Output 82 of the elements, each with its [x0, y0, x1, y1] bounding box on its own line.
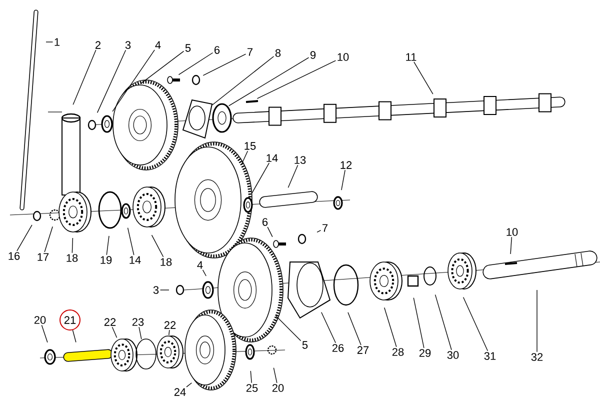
- callout-number: 7: [248, 48, 253, 56]
- leader-line: [141, 50, 184, 84]
- callout-number: 22: [104, 318, 116, 326]
- leader-line: [267, 226, 273, 238]
- leader-line: [510, 236, 512, 254]
- leader-line: [186, 382, 192, 388]
- callout-number: 23: [132, 318, 144, 326]
- callout-number: 12: [340, 161, 352, 169]
- callout-number: 14: [130, 256, 141, 264]
- leader-line: [241, 150, 248, 166]
- leader-line: [202, 54, 246, 76]
- leader-line: [96, 50, 126, 114]
- callout-number: 27: [357, 346, 369, 354]
- leader-line: [16, 224, 32, 252]
- callout-number: 10: [338, 53, 349, 61]
- callout-number: 22: [164, 321, 176, 329]
- callout-number: 3: [125, 41, 131, 49]
- callout-number: 6: [262, 218, 268, 226]
- leader-line: [106, 236, 110, 256]
- callout-number: 18: [66, 254, 78, 262]
- callout-number: 4: [155, 41, 161, 49]
- leader-line: [72, 238, 74, 254]
- callout-number: 5: [185, 44, 191, 52]
- callout-number: 13: [294, 156, 306, 164]
- leader-line: [41, 324, 48, 343]
- leader-line: [250, 370, 252, 384]
- leader-line: [256, 60, 336, 99]
- callout-number: 25: [246, 384, 258, 392]
- callout-number: 14: [266, 154, 278, 162]
- callout-number: 17: [38, 253, 49, 261]
- callout-number: 26: [332, 344, 344, 352]
- callout-number: 20: [34, 316, 46, 324]
- leader-line: [138, 326, 142, 340]
- callout-number: 6: [214, 46, 220, 54]
- callout-number: 15: [244, 142, 256, 150]
- leader-line: [384, 307, 397, 348]
- callout-number: 16: [8, 252, 20, 260]
- leader-line: [228, 57, 310, 106]
- callout-number: 7: [322, 224, 328, 232]
- leader-line: [536, 290, 538, 352]
- callout-number: 20: [272, 384, 284, 392]
- leader-line: [212, 56, 274, 106]
- leader-line: [413, 297, 424, 348]
- leader-line: [321, 312, 336, 344]
- leader-line: [462, 296, 488, 352]
- leader-line: [414, 62, 434, 94]
- leader-line: [44, 226, 53, 252]
- callout-number: 10: [506, 228, 518, 236]
- callout-number: 2: [96, 41, 101, 49]
- callout-number: 3: [153, 286, 159, 294]
- callout-number: 31: [484, 352, 496, 360]
- callout-number: 28: [392, 348, 404, 356]
- leader-line: [202, 270, 206, 276]
- leader-line: [348, 312, 362, 346]
- leader-line: [273, 367, 278, 384]
- callout-number: 29: [419, 349, 431, 357]
- leader-line: [178, 52, 214, 75]
- leader-line: [151, 234, 164, 258]
- leader-line: [127, 227, 134, 256]
- callout-number: 32: [531, 353, 543, 361]
- leader-line: [72, 330, 76, 343]
- leader-line: [112, 50, 155, 112]
- leader-line: [434, 294, 452, 350]
- leader-line: [316, 230, 322, 233]
- callout-number: 9: [310, 51, 316, 59]
- callout-number: 18: [160, 258, 172, 266]
- leader-line: [288, 164, 298, 188]
- callout-number: 5: [302, 341, 308, 349]
- leader-line: [252, 162, 270, 194]
- leader-line: [275, 315, 302, 342]
- callout-number: 4: [197, 261, 203, 269]
- callout-number: 21: [60, 310, 80, 330]
- callout-number: 11: [406, 53, 416, 61]
- leader-line: [72, 50, 96, 105]
- callout-number: 30: [447, 351, 459, 359]
- leader-line: [112, 326, 118, 338]
- leader-line: [168, 330, 170, 336]
- callout-number: 1: [54, 38, 60, 46]
- leader-line: [341, 170, 346, 190]
- callout-number: 19: [100, 256, 112, 264]
- callout-number: 8: [275, 49, 281, 57]
- callout-number: 24: [174, 388, 186, 396]
